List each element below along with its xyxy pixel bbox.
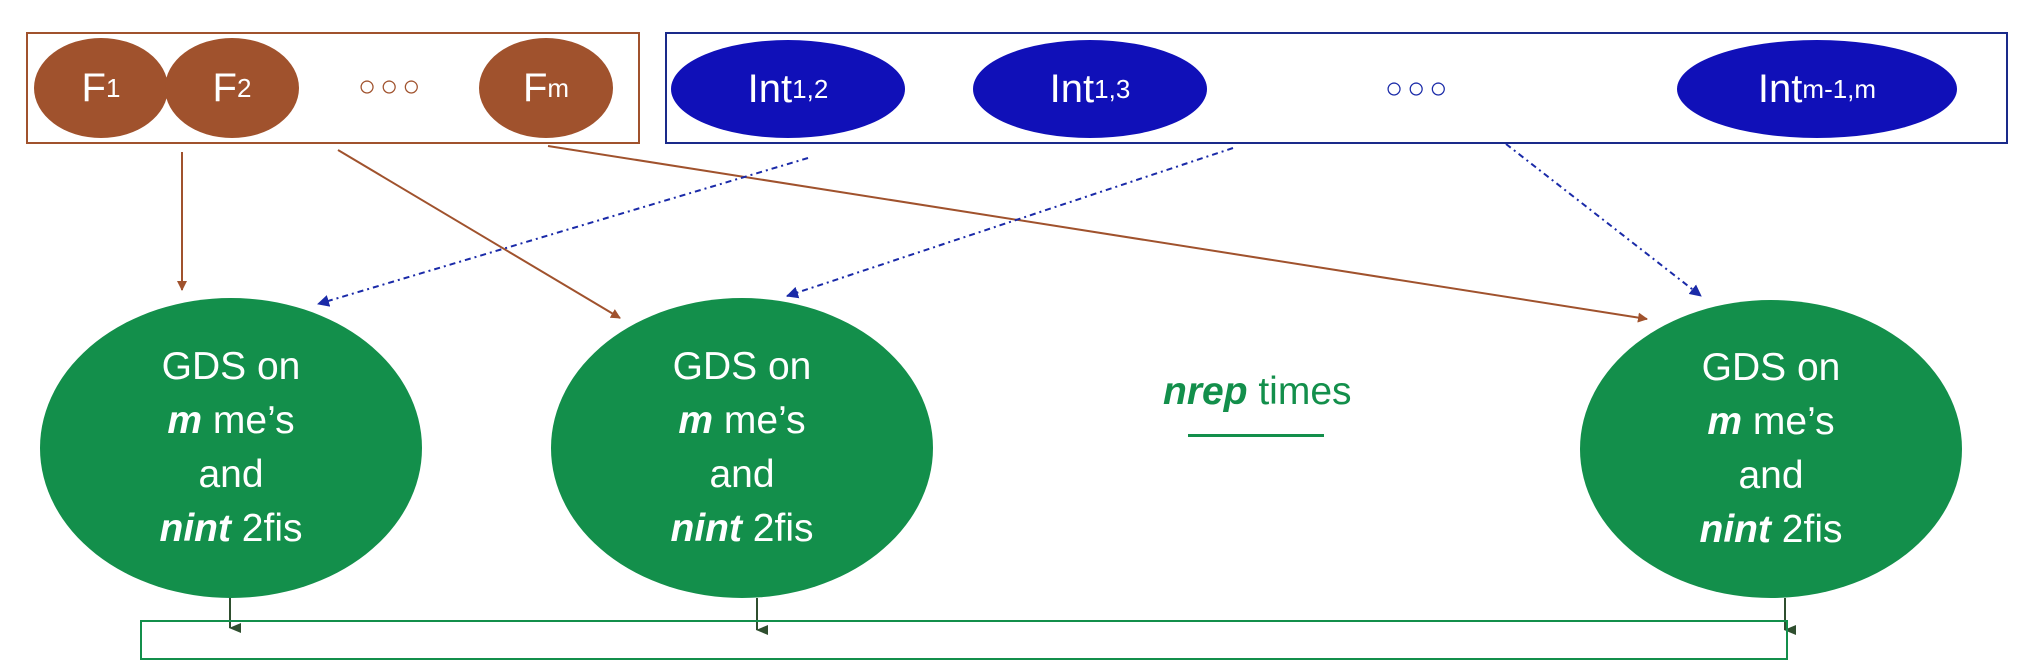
gds-node-1: GDS on m me’s and nint 2fis [40, 298, 422, 598]
gds-1-mes: me’s [202, 399, 295, 442]
arrow-int13-to-gds2 [786, 147, 1234, 299]
repeat-label-underline [1188, 434, 1324, 437]
gds-2-line3: and [709, 453, 775, 496]
gds-3-line4: nint 2fis [1700, 503, 1843, 557]
gds-3-m: m [1707, 400, 1743, 443]
gds-1-2fis: 2fis [230, 507, 303, 550]
gds-1-line3: and [198, 453, 264, 496]
gds-2-line4: nint 2fis [671, 502, 814, 556]
gds-2-m: m [678, 399, 714, 442]
repeat-label-nrep: nrep [1163, 370, 1248, 413]
gds-node-3: GDS on m me’s and nint 2fis [1580, 300, 1962, 598]
factor-f1-sub: 1 [105, 72, 121, 103]
gds-3-mes: me’s [1742, 400, 1835, 443]
factor-fm-sub: m [547, 72, 570, 103]
interaction-ellipsis: ○○○ [1385, 72, 1452, 105]
factor-fm-base: F [522, 65, 548, 110]
int-m-1-m-sub: m-1,m [1802, 73, 1877, 104]
gds-1-line2: m me’s [167, 394, 294, 448]
int-1-3-sub: 1,3 [1094, 73, 1131, 104]
gds-3-line3: and [1738, 454, 1804, 497]
int-m-1-m-base: Int [1757, 66, 1803, 111]
int-1-2-base: Int [747, 66, 793, 111]
factor-f2-base: F [212, 65, 237, 110]
gds-2-line1: GDS on [672, 345, 812, 388]
factor-f2-sub: 2 [236, 72, 252, 103]
gds-3-2fis: 2fis [1770, 508, 1843, 551]
gds-2-2fis: 2fis [741, 507, 814, 550]
gds-3-line1: GDS on [1701, 346, 1841, 389]
arrow-intm-to-gds3 [1505, 143, 1702, 297]
int-1-3-base: Int [1049, 66, 1095, 111]
arrow-fm-to-gds3 [547, 145, 1648, 323]
factor-f1-base: F [81, 65, 106, 110]
gds-2-line2: m me’s [678, 394, 805, 448]
gds-3-nint: nint [1699, 508, 1771, 551]
repeat-label: nrep times [1163, 370, 1352, 414]
gds-1-line4: nint 2fis [160, 502, 303, 556]
gds-node-2: GDS on m me’s and nint 2fis [551, 298, 933, 598]
gds-1-m: m [167, 399, 203, 442]
arrow-f2-to-gds2 [337, 149, 621, 319]
gds-1-nint: nint [159, 507, 231, 550]
repeat-label-times: times [1247, 370, 1352, 413]
results-box [140, 620, 1788, 660]
arrow-int12-to-gds1 [317, 157, 809, 307]
gds-2-nint: nint [670, 507, 742, 550]
factor-ellipsis: ○○○ [358, 70, 425, 103]
gds-1-line1: GDS on [161, 345, 301, 388]
gds-3-line2: m me’s [1707, 395, 1834, 449]
int-1-2-sub: 1,2 [792, 73, 829, 104]
gds-2-mes: me’s [713, 399, 806, 442]
